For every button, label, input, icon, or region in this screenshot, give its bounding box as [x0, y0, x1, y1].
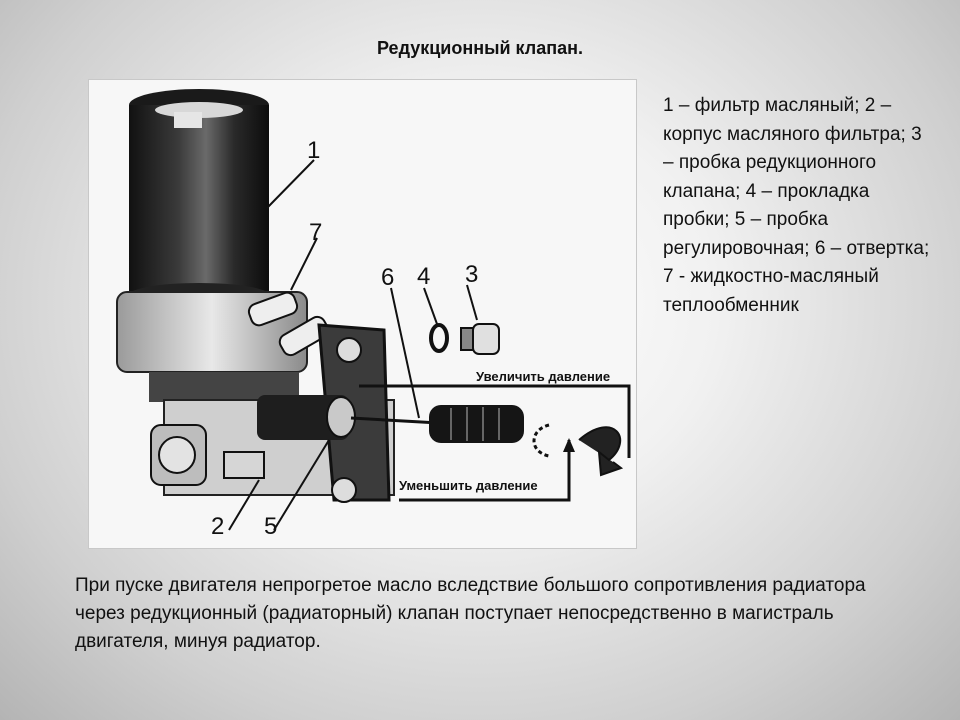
- direction-arrows: [359, 384, 631, 502]
- oil-filter: [129, 89, 269, 307]
- description-text: При пуске двигателя непрогретое масло вс…: [75, 575, 866, 652]
- callout-3: 3: [465, 261, 478, 288]
- callout-leaders: [228, 159, 478, 531]
- increase-pressure-label: Увеличить давление: [476, 369, 610, 384]
- callout-1: 1: [307, 137, 320, 164]
- valve-plug: [460, 323, 500, 355]
- callout-7: 7: [309, 219, 322, 246]
- heat-exchanger: [247, 291, 330, 357]
- decrease-pressure-label: Уменьшить давление: [399, 478, 538, 493]
- valve-drawing: Увеличить давление Уменьшить давление 1 …: [116, 89, 631, 540]
- callout-2: 2: [211, 513, 224, 540]
- callout-4: 4: [417, 263, 430, 290]
- screwdriver: [350, 405, 524, 443]
- parts-legend: 1 – фильтр масляный; 2 – корпус масляног…: [663, 95, 930, 316]
- callout-5: 5: [264, 513, 277, 540]
- slide-title: Редукционный клапан.: [377, 38, 583, 58]
- plug-gasket: [429, 323, 449, 353]
- valve-diagram: Увеличить давление Уменьшить давление 1 …: [88, 79, 637, 549]
- callout-6: 6: [381, 264, 394, 291]
- regulating-plug: [257, 395, 356, 440]
